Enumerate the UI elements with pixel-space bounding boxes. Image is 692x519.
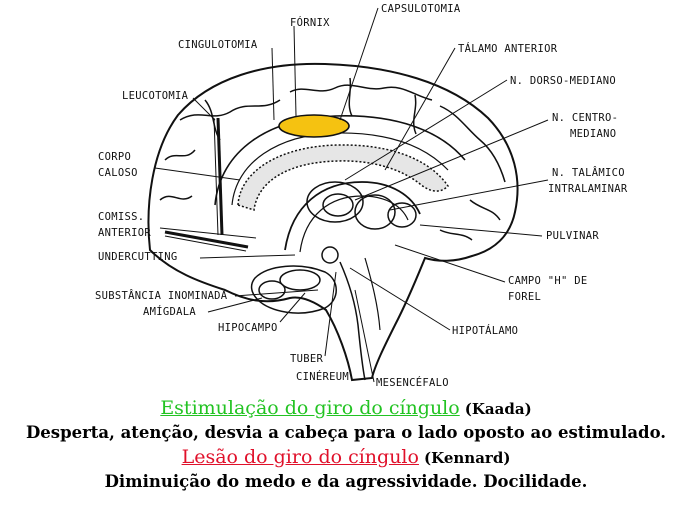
label-corpo-caloso-1: CORPO (98, 151, 131, 163)
corpus-callosum (237, 144, 449, 211)
label-talamo-anterior: TÁLAMO ANTERIOR (458, 42, 558, 55)
fornix-arch (284, 181, 421, 251)
label-tuber-2: CINÉREUM (296, 370, 349, 383)
lesion-description: Diminuição do medo e da agressividade. D… (104, 472, 588, 491)
label-comiss-1: COMISS. (98, 211, 144, 223)
label-leucotomia: LEUCOTOMIA (122, 90, 189, 102)
label-talamico-1: N. TALÂMICO (552, 166, 625, 179)
leucotomy-probe (216, 117, 224, 236)
amygdala-shape (258, 280, 286, 300)
label-mesencefalo: MESENCÉFALO (376, 376, 449, 389)
label-centro-mediano-2: MEDIANO (570, 128, 616, 140)
label-dorso-mediano: N. DORSO-MEDIANO (510, 75, 616, 87)
label-amigdala: AMÍGDALA (143, 305, 196, 318)
lesion-author: (Kennard) (424, 449, 511, 467)
brain-sagittal-diagram: FÓRNIX CAPSULOTOMIA CINGULOTOMIA TÁLAMO … (95, 3, 628, 389)
label-cingulotomia: CINGULOTOMIA (178, 39, 258, 51)
label-pulvinar: PULVINAR (546, 230, 599, 242)
label-substancia-inominada: SUBSTÂNCIA INOMINADA (95, 289, 228, 302)
brainstem (339, 261, 366, 381)
label-corpo-caloso-2: CALOSO (98, 167, 138, 179)
label-comiss-2: ANTERIOR (98, 227, 151, 239)
label-hipotalamo: HIPOTÁLAMO (452, 324, 518, 337)
label-hipocampo: HIPOCAMPO (218, 322, 278, 334)
leader-lines (154, 7, 549, 383)
lesion-heading: Lesão do giro do cíngulo (Kennard) (0, 445, 692, 470)
stimulation-author: (Kaada) (464, 400, 532, 418)
cingulotomy-target (278, 114, 350, 138)
label-tuber-1: TUBER (290, 353, 323, 365)
label-undercutting: UNDERCUTTING (98, 251, 177, 263)
label-campo-forel-2: FOREL (508, 291, 541, 303)
stimulation-title: Estimulação do giro do cíngulo (160, 397, 460, 419)
label-campo-forel-1: CAMPO "H" DE (508, 275, 587, 287)
stimulation-heading: Estimulação do giro do cíngulo (Kaada) (0, 396, 692, 421)
undercutting-probe (164, 230, 249, 249)
label-capsulotomia: CAPSULOTOMIA (381, 3, 461, 15)
temporal-lobe (250, 265, 337, 314)
stimulation-description: Desperta, atenção, desvia a cabeça para … (25, 423, 667, 442)
gyri-lines (159, 77, 506, 241)
cingulate-gyrus (214, 115, 466, 206)
label-talamico-2: INTRALAMINAR (548, 183, 628, 195)
label-centro-mediano-1: N. CENTRO- (552, 112, 618, 124)
caption-block: Estimulação do giro do cíngulo (Kaada) D… (0, 396, 692, 494)
thalamus (279, 181, 417, 291)
label-fornix: FÓRNIX (290, 16, 330, 29)
cortex-outline (147, 62, 519, 382)
lesion-title: Lesão do giro do cíngulo (181, 446, 419, 468)
